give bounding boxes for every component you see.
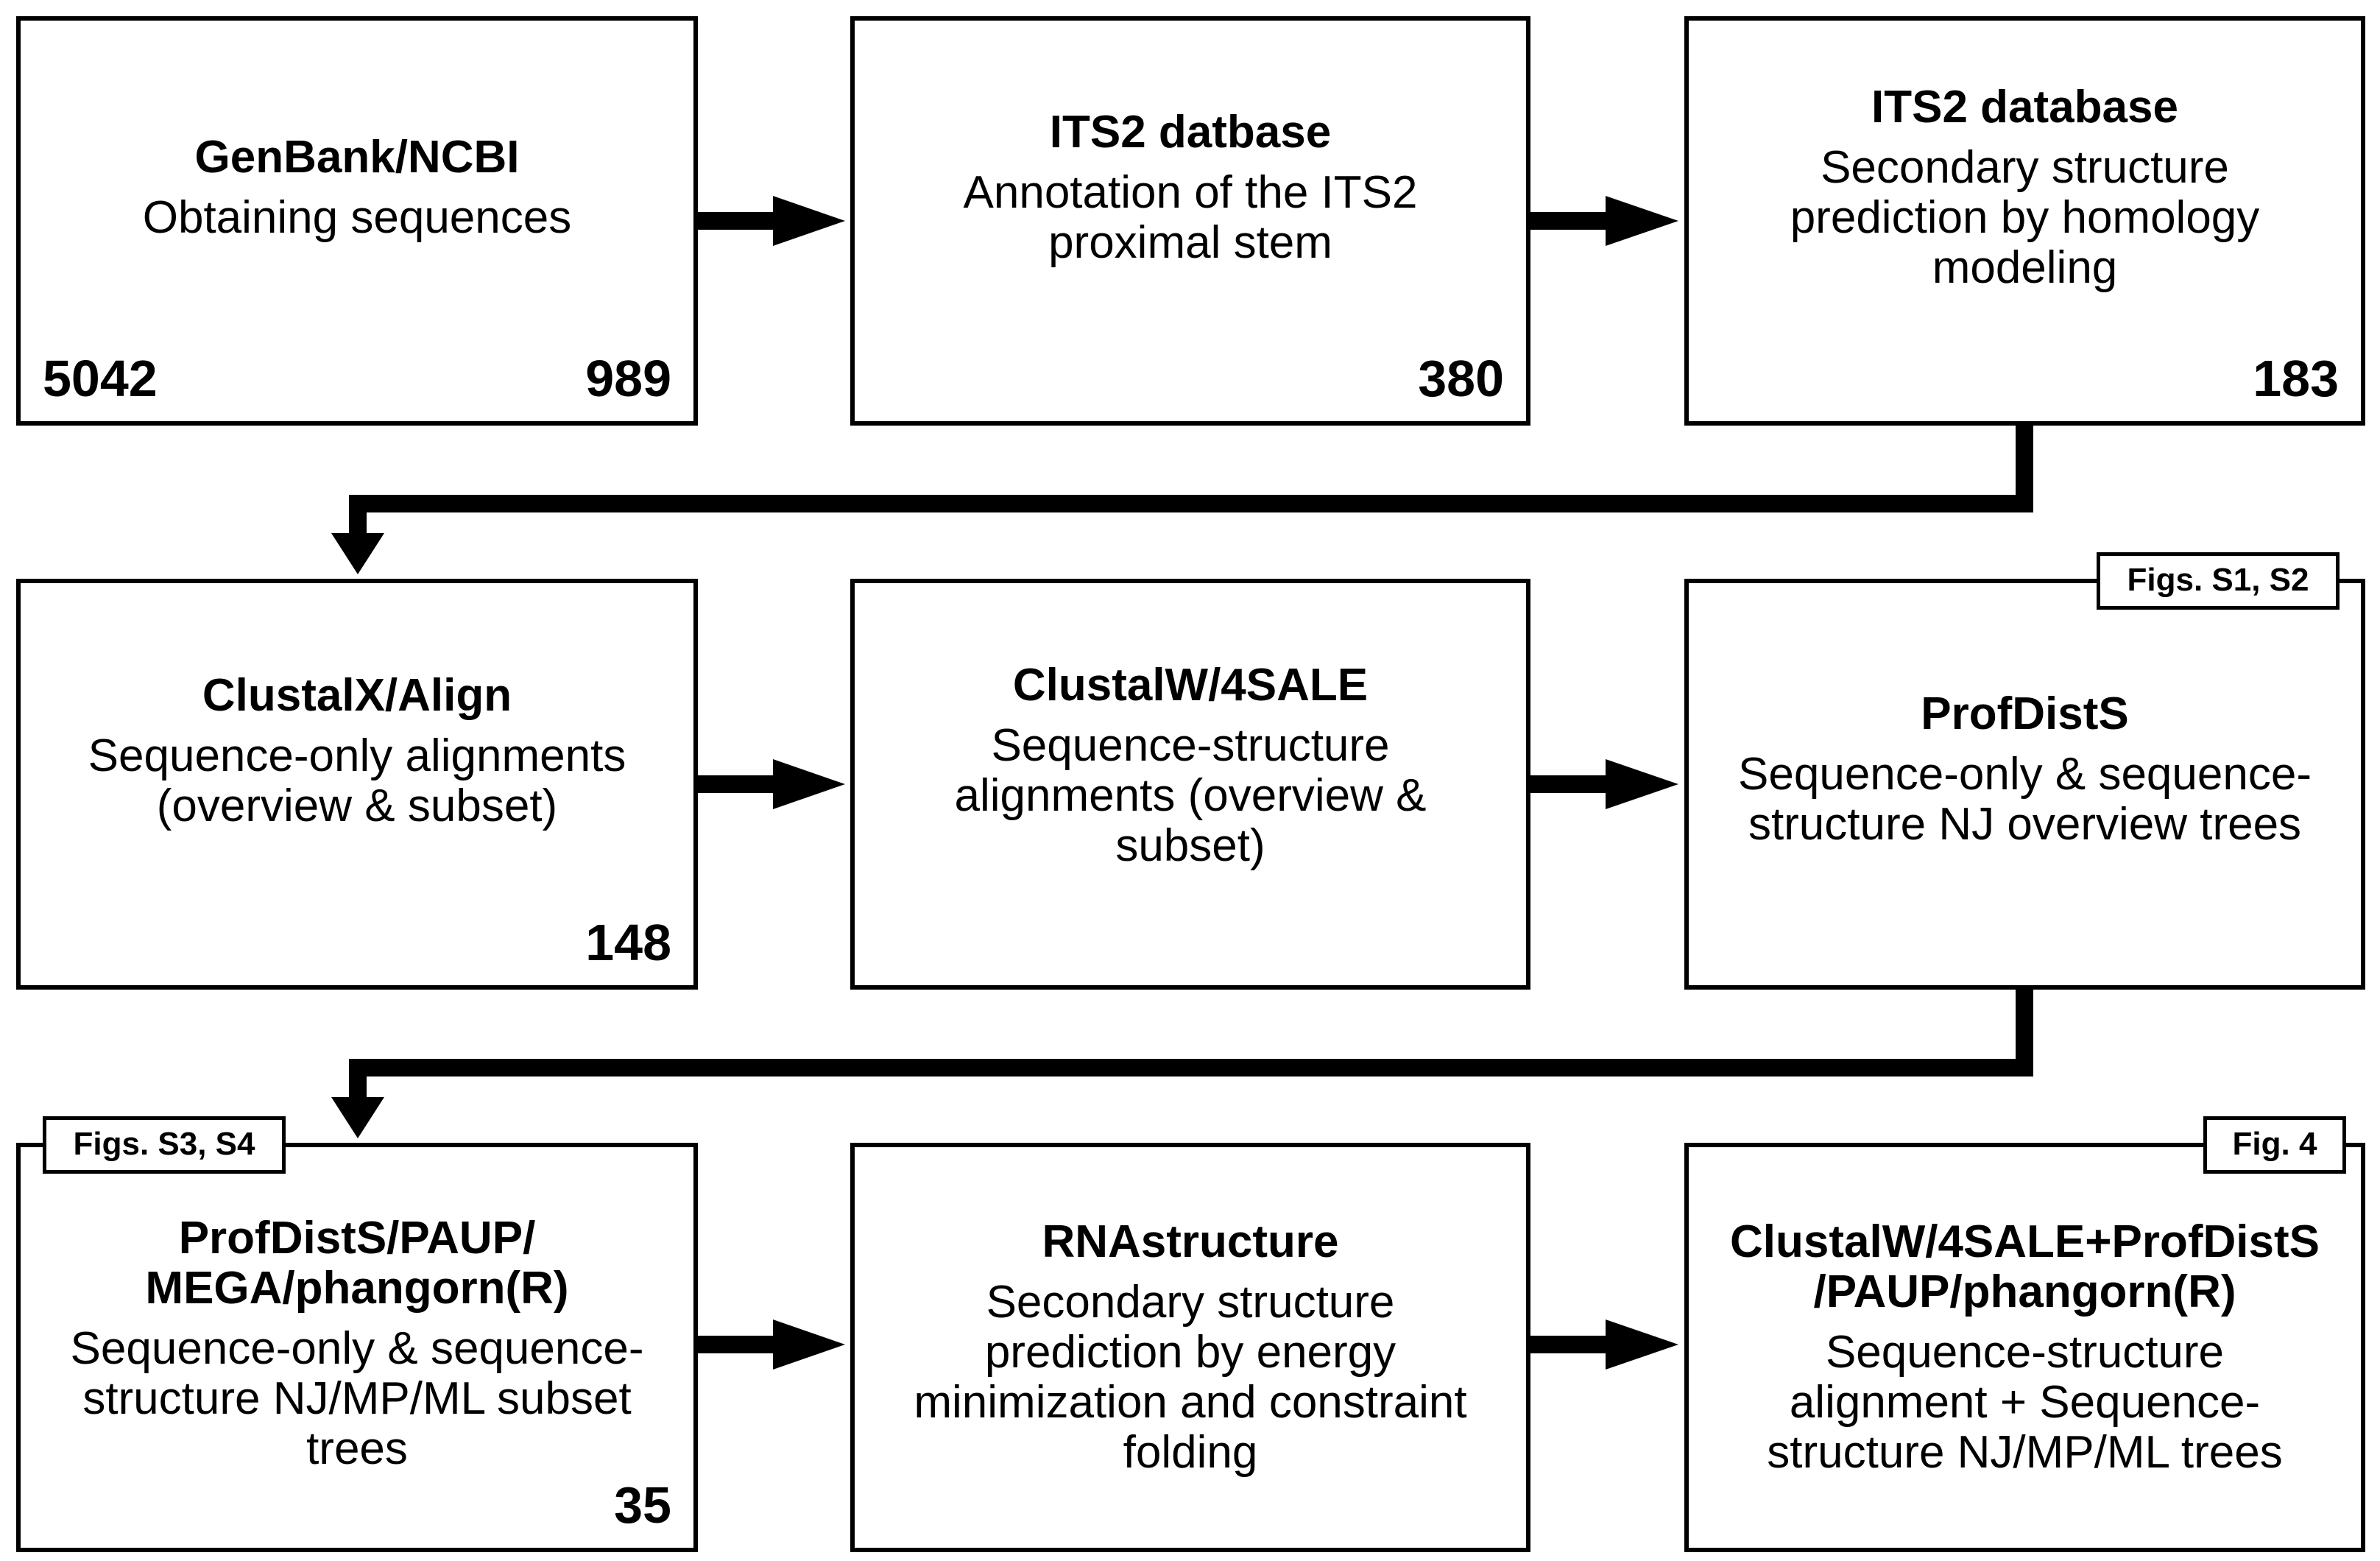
box-description: Sequence-structure alignment + Sequence-… [1767, 1327, 2283, 1478]
arrow-2-to-3 [1529, 196, 1678, 246]
box-description: Sequence-structure alignments (overview … [954, 720, 1427, 871]
box-profdists-overview: ProfDistS Sequence-only & sequence-struc… [1684, 579, 2365, 990]
box-description: Sequence-only alignments (overview & sub… [88, 730, 626, 831]
box-description: Sequence-only & sequence-structure NJ/MP… [70, 1323, 644, 1474]
connector-3-to-4 [331, 424, 2033, 574]
figure-reference-label: Fig. 4 [2203, 1116, 2346, 1174]
arrow-8-to-9 [1529, 1319, 1678, 1370]
box-clustalw-4sale: ClustalW/4SALE Sequence-structure alignm… [850, 579, 1530, 990]
box-its2-annotation: ITS2 datbase Annotation of the ITS2 prox… [850, 16, 1530, 426]
sequence-count: 183 [2253, 350, 2339, 407]
box-description: Annotation of the ITS2 proximal stem [963, 167, 1418, 268]
box-its2-homology-modeling: ITS2 database Secondary structure predic… [1684, 16, 2365, 426]
box-title: ITS2 datbase [1049, 107, 1332, 158]
arrow-4-to-5 [696, 759, 845, 809]
sequence-count: 148 [585, 914, 671, 971]
box-rnastructure: RNAstructure Secondary structure predict… [850, 1143, 1530, 1552]
box-title: GenBank/NCBI [194, 132, 520, 183]
sequence-count: 35 [614, 1476, 671, 1534]
box-description: Sequence-only & sequence-structure NJ ov… [1738, 749, 2312, 850]
box-description: Secondary structure prediction by homolo… [1790, 142, 2260, 293]
box-title: ProfDistS/PAUP/ MEGA/phangorn(R) [145, 1213, 569, 1314]
box-genbank-ncbi: GenBank/NCBI Obtaining sequences 5042 98… [16, 16, 698, 426]
box-description: Obtaining sequences [142, 192, 572, 243]
arrow-7-to-8 [696, 1319, 845, 1370]
sequence-count-right: 989 [585, 350, 671, 407]
box-title: ITS2 database [1871, 82, 2178, 133]
box-title: RNAstructure [1042, 1216, 1339, 1267]
box-profdists-paup-mega-phangorn: ProfDistS/PAUP/ MEGA/phangorn(R) Sequenc… [16, 1143, 698, 1552]
box-title: ProfDistS [1921, 688, 2129, 739]
sequence-count-left: 5042 [43, 350, 158, 407]
box-clustalw-4sale-profdists: ClustalW/4SALE+ProfDistS /PAUP/phangorn(… [1684, 1143, 2365, 1552]
box-clustalx-align: ClustalX/Align Sequence-only alignments … [16, 579, 698, 990]
box-title: ClustalW/4SALE [1012, 660, 1369, 711]
box-title: ClustalX/Align [202, 670, 512, 721]
figure-reference-label: Figs. S3, S4 [43, 1116, 286, 1174]
box-title: ClustalW/4SALE+ProfDistS /PAUP/phangorn(… [1730, 1216, 2320, 1317]
connector-6-to-7 [331, 988, 2033, 1138]
sequence-count: 380 [1418, 350, 1504, 407]
arrow-1-to-2 [696, 196, 845, 246]
figure-reference-label: Figs. S1, S2 [2097, 552, 2340, 610]
box-description: Secondary structure prediction by energy… [914, 1277, 1467, 1478]
arrow-5-to-6 [1529, 759, 1678, 809]
